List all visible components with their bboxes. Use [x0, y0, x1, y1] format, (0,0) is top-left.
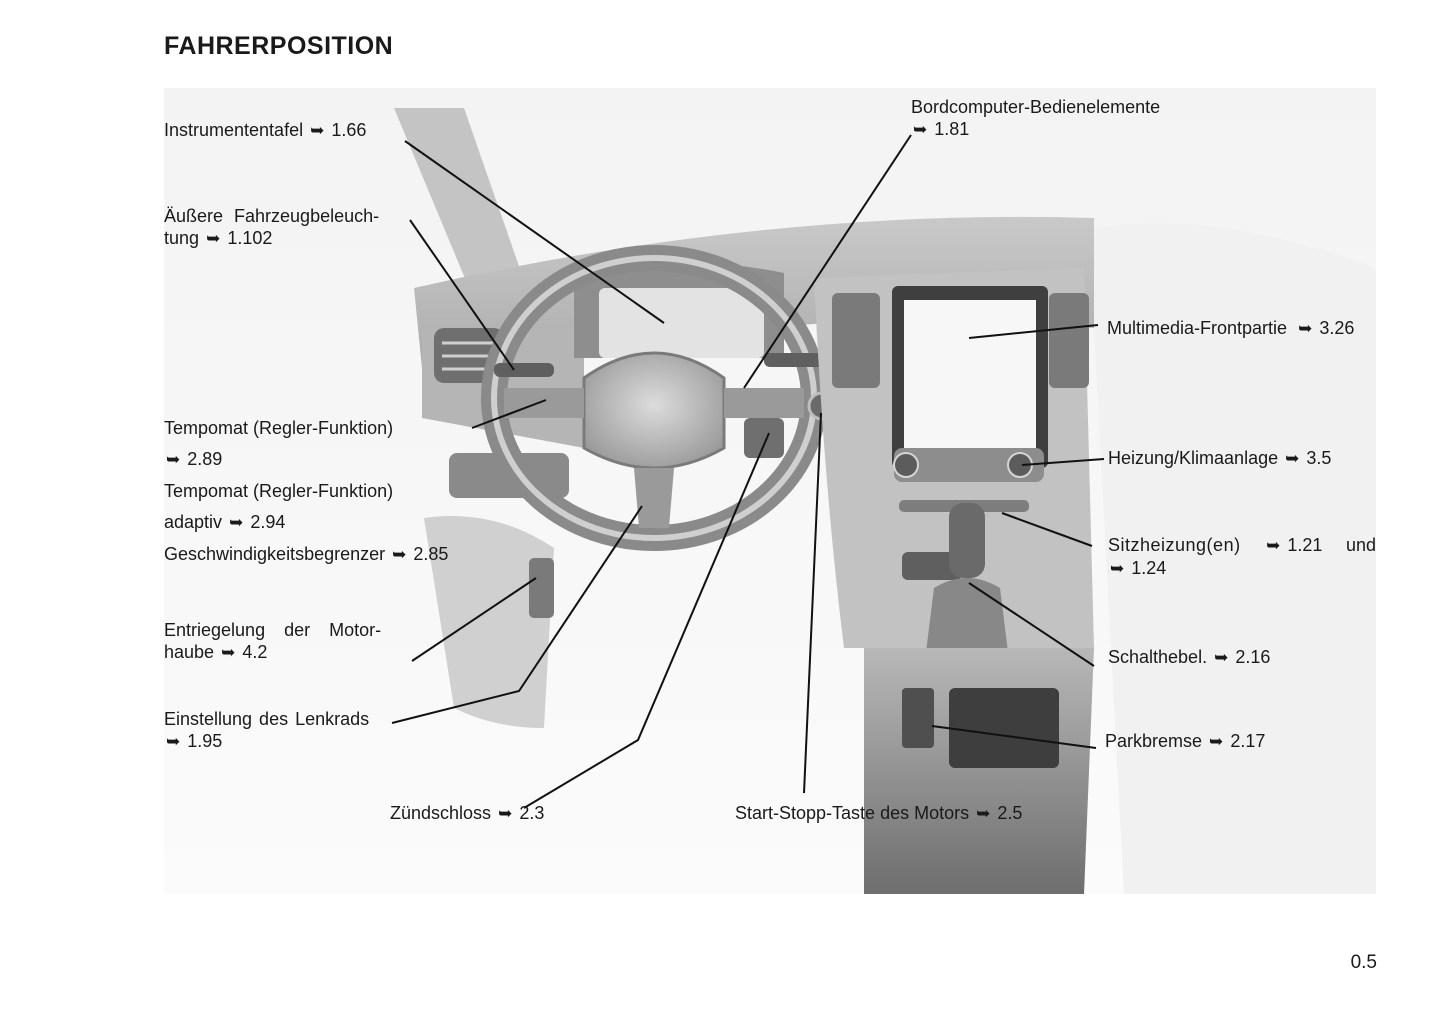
- page-reference[interactable]: 1.95: [187, 731, 223, 751]
- callout-tempomat-adaptiv: Tempomat (Regler-Funktion) adaptiv ➥ 2.9…: [164, 481, 394, 532]
- callout-sitzheizung: Sitzheizung(en) ➥ 1.21 und ➥ 1.24: [1108, 535, 1376, 578]
- page-reference[interactable]: 1.66: [331, 120, 367, 140]
- instrument-cluster-screen: [599, 288, 764, 358]
- callout-heizung: Heizung/Klimaanlage ➥ 3.5: [1108, 448, 1332, 468]
- page-reference[interactable]: 3.5: [1306, 448, 1332, 468]
- reference-arrow-icon: ➥: [221, 643, 236, 662]
- reference-arrow-icon: ➥: [310, 121, 325, 140]
- right-door-trim: [1094, 223, 1376, 894]
- callout-parkbremse: Parkbremse ➥ 2.17: [1105, 731, 1266, 751]
- storage-tray: [949, 688, 1059, 768]
- page-reference[interactable]: 2.17: [1230, 731, 1266, 751]
- center-vent-right: [1049, 293, 1089, 388]
- multimedia-screen: [904, 300, 1036, 452]
- callout-bordcomputer: Bordcomputer-Bedienelemente ➥ 1.81: [911, 97, 1161, 139]
- reference-arrow-icon: ➥: [166, 732, 181, 751]
- reference-arrow-icon: ➥: [392, 545, 407, 564]
- climate-panel: [894, 448, 1044, 482]
- page-number: 0.5: [1350, 952, 1377, 973]
- callout-start-stopp: Start-Stopp-Taste des Motors ➥ 2.5: [735, 803, 1023, 823]
- page-reference[interactable]: 2.16: [1235, 647, 1271, 667]
- page-reference[interactable]: 3.26: [1319, 318, 1355, 338]
- climate-knob-left: [893, 452, 919, 478]
- callout-zuendschloss: Zündschloss ➥ 2.3: [390, 803, 545, 823]
- hood-release-lever: [529, 558, 554, 618]
- page-reference[interactable]: 2.94: [250, 512, 286, 532]
- cruise-stalk: [744, 418, 784, 458]
- callout-lenkrad: Einstellung des Lenkrads ➥ 1.95: [164, 709, 370, 751]
- page-reference[interactable]: 2.85: [413, 544, 449, 564]
- reference-arrow-icon: ➥: [1298, 319, 1313, 338]
- reference-arrow-icon: ➥: [1266, 536, 1281, 555]
- page-reference[interactable]: 4.2: [242, 642, 268, 662]
- steering-spoke-right: [724, 388, 804, 418]
- reference-arrow-icon: ➥: [166, 450, 181, 469]
- center-vent-left: [832, 293, 880, 388]
- reference-arrow-icon: ➥: [976, 804, 991, 823]
- steering-spoke-bottom: [634, 468, 674, 528]
- steering-spoke-left: [504, 388, 584, 418]
- park-brake-switch: [902, 688, 934, 748]
- reference-arrow-icon: ➥: [206, 229, 221, 248]
- steering-wheel-hub: [582, 351, 726, 470]
- callout-geschwindigkeitsbegrenzer: Geschwindigkeitsbegrenzer ➥ 2.85: [164, 544, 449, 564]
- page-title: FAHRERPOSITION: [164, 32, 394, 60]
- reference-arrow-icon: ➥: [1285, 449, 1300, 468]
- reference-arrow-icon: ➥: [913, 120, 928, 139]
- light-stalk: [494, 363, 554, 377]
- gear-knob: [949, 503, 985, 578]
- center-console: [864, 648, 1094, 894]
- page-reference[interactable]: 2.3: [519, 803, 545, 823]
- climate-knob-right: [1007, 452, 1033, 478]
- reference-arrow-icon: ➥: [498, 804, 513, 823]
- callout-tempomat: Tempomat (Regler-Funktion) ➥ 2.89: [164, 418, 394, 469]
- callout-instrumententafel: Instrumententafel ➥ 1.66: [164, 120, 367, 140]
- reference-arrow-icon: ➥: [1214, 648, 1229, 667]
- callout-multimedia: Multimedia-Frontpartie ➥ 3.26: [1107, 318, 1355, 338]
- reference-arrow-icon: ➥: [1110, 559, 1125, 578]
- dashboard-illustration: [164, 88, 1376, 894]
- page-reference[interactable]: 1.102: [227, 228, 273, 248]
- callout-aeussere-beleuchtung: Äußere Fahrzeugbeleuch- tung ➥ 1.102: [164, 206, 380, 248]
- usb-panel: [902, 552, 962, 580]
- callout-schalthebel: Schalthebel. ➥ 2.16: [1108, 647, 1271, 667]
- page-reference[interactable]: 2.89: [187, 449, 223, 469]
- page-reference[interactable]: 1.24: [1131, 558, 1167, 578]
- page-reference[interactable]: 1.81: [934, 119, 970, 139]
- page-reference[interactable]: 1.21: [1287, 535, 1323, 555]
- reference-arrow-icon: ➥: [1209, 732, 1224, 751]
- callout-motorhaube: Entriegelung der Motor- haube ➥ 4.2: [164, 620, 382, 662]
- reference-arrow-icon: ➥: [229, 513, 244, 532]
- page-reference[interactable]: 2.5: [997, 803, 1023, 823]
